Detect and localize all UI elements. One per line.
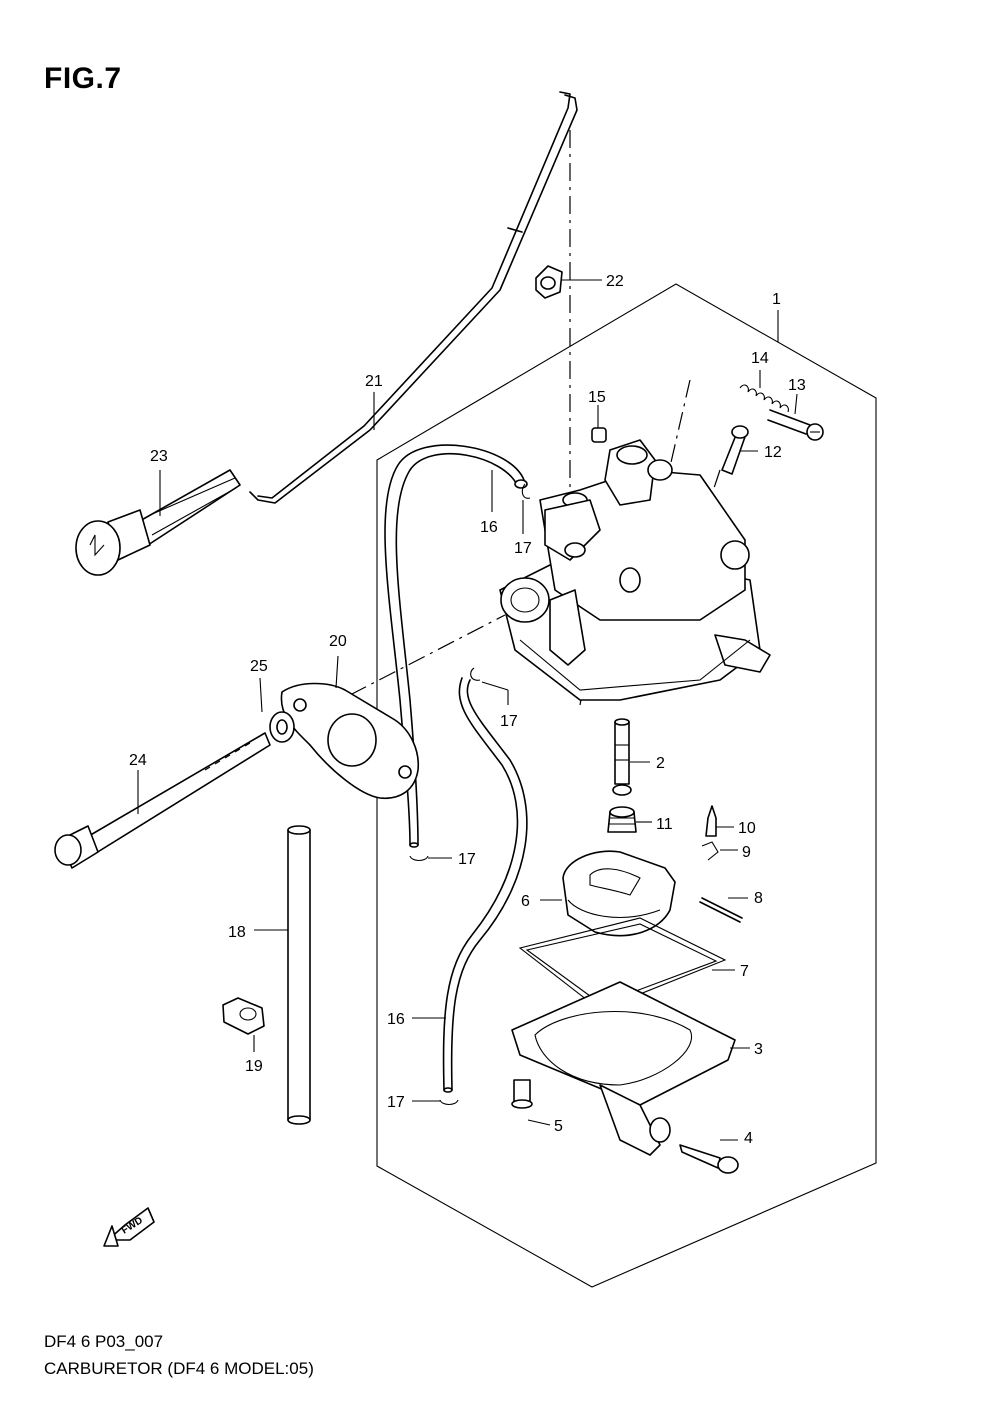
- float: [562, 850, 676, 937]
- svg-text:12: 12: [764, 444, 782, 461]
- callout-21: 21: [365, 373, 383, 430]
- callout-10: 10: [716, 820, 756, 837]
- callout-13: 13: [788, 377, 806, 415]
- float-pin: [699, 897, 743, 923]
- svg-text:18: 18: [228, 924, 246, 941]
- drain-hose: [287, 825, 311, 1125]
- callout-23: 23: [150, 448, 168, 516]
- callout-24: 24: [129, 752, 147, 814]
- callout-16-upper: 16: [480, 470, 498, 536]
- callout-15: 15: [588, 389, 606, 428]
- svg-text:23: 23: [150, 448, 168, 465]
- pilot-screw: [721, 425, 749, 475]
- rod-clamp: [535, 265, 563, 299]
- svg-text:19: 19: [245, 1058, 263, 1075]
- svg-text:17: 17: [387, 1094, 405, 1111]
- svg-text:17: 17: [458, 851, 476, 868]
- washer: [269, 711, 295, 743]
- callout-25: 25: [250, 658, 268, 713]
- svg-text:2: 2: [656, 755, 665, 772]
- chamber-screw: [511, 1079, 533, 1109]
- svg-text:15: 15: [588, 389, 606, 406]
- callout-9: 9: [720, 844, 751, 861]
- hose-clips: [409, 483, 531, 1106]
- float-chamber: [511, 981, 736, 1156]
- svg-text:25: 25: [250, 658, 268, 675]
- figure-code: DF4 6 P03_007: [44, 1332, 164, 1351]
- valve-clip: [701, 841, 719, 861]
- svg-text:8: 8: [754, 890, 763, 907]
- svg-text:17: 17: [500, 713, 518, 730]
- callout-17-c: 17: [428, 851, 476, 868]
- main-jet: [607, 806, 637, 833]
- callout-19: 19: [245, 1035, 263, 1075]
- drain-screw: [679, 1144, 739, 1174]
- callout-5: 5: [527, 1118, 563, 1135]
- needle-valve: [705, 805, 717, 837]
- callout-18: 18: [228, 924, 288, 941]
- svg-text:6: 6: [521, 893, 530, 910]
- callouts: 1 2 3 4 5 6 7 8 9 10 11 12 13 14 15 16 1…: [129, 273, 806, 1147]
- callout-17-d: 17: [387, 1094, 440, 1111]
- callout-14: 14: [751, 350, 769, 388]
- callout-4: 4: [720, 1130, 753, 1147]
- callout-3: 3: [730, 1041, 763, 1058]
- long-bolt: [54, 732, 271, 869]
- callout-7: 7: [712, 963, 749, 980]
- svg-text:7: 7: [740, 963, 749, 980]
- choke-rod: [249, 91, 578, 504]
- callout-16-lower: 16: [387, 1011, 446, 1028]
- svg-text:22: 22: [606, 273, 624, 290]
- callout-22: 22: [562, 273, 624, 290]
- callout-17-b: 17: [481, 681, 518, 730]
- svg-text:20: 20: [329, 633, 347, 650]
- callout-2: 2: [630, 755, 665, 772]
- choke-knob: [75, 469, 241, 576]
- callout-11: 11: [636, 816, 673, 833]
- svg-text:5: 5: [554, 1118, 563, 1135]
- callout-1: 1: [772, 291, 781, 342]
- assembly-boundary: [376, 283, 877, 1288]
- svg-text:11: 11: [656, 816, 673, 833]
- callout-20: 20: [329, 633, 347, 689]
- svg-text:24: 24: [129, 752, 147, 769]
- fwd-arrow: FWD: [103, 1207, 155, 1247]
- main-nozzle: [612, 718, 632, 796]
- callout-6: 6: [521, 893, 562, 910]
- figure-caption: CARBURETOR (DF4 6 MODEL:05): [44, 1359, 314, 1378]
- callout-17-a: 17: [514, 500, 532, 557]
- hose-clip: [222, 997, 265, 1035]
- throttle-spring: [739, 384, 789, 413]
- svg-text:16: 16: [480, 519, 498, 536]
- svg-text:3: 3: [754, 1041, 763, 1058]
- insulator-gasket: [280, 682, 420, 799]
- carburetor-body: [499, 439, 771, 701]
- idle-cap: [591, 427, 607, 443]
- svg-text:10: 10: [738, 820, 756, 837]
- float-chamber-gasket: [518, 917, 727, 1011]
- svg-text:13: 13: [788, 377, 806, 394]
- fuel-hose-lower: [442, 677, 528, 1093]
- svg-text:16: 16: [387, 1011, 405, 1028]
- callout-8: 8: [728, 890, 763, 907]
- svg-text:9: 9: [742, 844, 751, 861]
- svg-text:4: 4: [744, 1130, 753, 1147]
- svg-text:1: 1: [772, 291, 781, 308]
- svg-text:14: 14: [751, 350, 769, 367]
- callout-12: 12: [740, 444, 782, 461]
- svg-text:21: 21: [365, 373, 383, 390]
- figure-title: FIG.7: [44, 62, 122, 95]
- throttle-stop-screw: [767, 409, 824, 441]
- svg-text:17: 17: [514, 540, 532, 557]
